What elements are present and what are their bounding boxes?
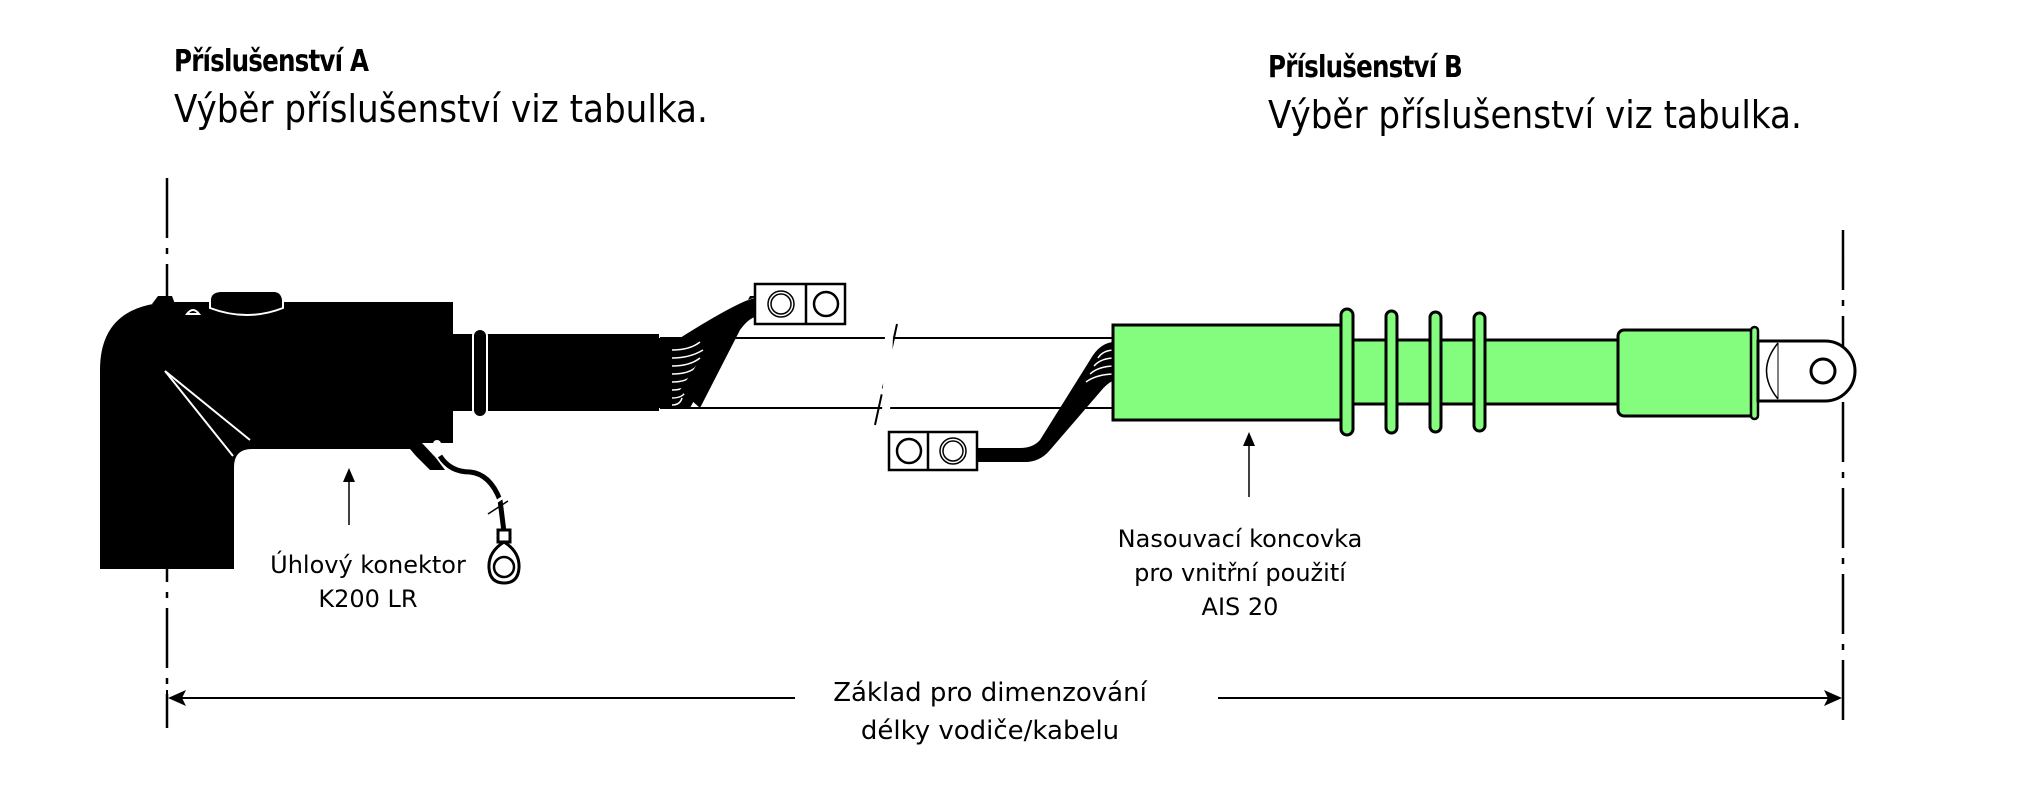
dimension-label-line2: délky vodiče/kabelu — [860, 716, 1120, 746]
dimension-arrowhead-right — [1824, 690, 1842, 706]
sleeve-band — [472, 328, 488, 418]
termination-label-line1: Nasouvací koncovka — [1117, 525, 1363, 553]
termination-shed — [1339, 307, 1355, 437]
dimension-label-line1: Základ pro dimenzování — [833, 678, 1147, 708]
pointer-arrowhead — [1243, 432, 1255, 446]
angle-connector — [100, 290, 521, 585]
termination-ais20 — [1111, 307, 1760, 497]
accessory-b-header: Příslušenství B Výběr příslušenství viz … — [1268, 50, 1861, 137]
termination-label-line3: AIS 20 — [1201, 593, 1279, 621]
screen-lead-right — [975, 342, 1115, 462]
cable-lug-left — [753, 282, 847, 326]
connector-label-line2: K200 LR — [318, 585, 418, 613]
connector-label-line1: Úhlový konektor — [270, 551, 466, 579]
connector-fan-line — [164, 370, 251, 441]
connector-screw — [433, 440, 441, 448]
earth-lead-break — [484, 494, 506, 511]
connector-cap — [209, 290, 284, 316]
connector-label: Úhlový konektor K200 LR — [268, 548, 468, 616]
dimension-line — [166, 690, 1844, 720]
accessory-a-subtitle: Výběr příslušenství viz tabulka. — [174, 87, 708, 131]
dimension-label: Základ pro dimenzování délky vodiče/kabe… — [820, 674, 1160, 750]
connector-pointer-arrowhead — [343, 468, 355, 482]
ring-terminal-icon — [487, 528, 521, 585]
earth-lead — [437, 454, 508, 541]
cable-lug-right — [887, 430, 979, 472]
connector-knob — [152, 296, 175, 304]
cable-break-gap — [882, 335, 893, 413]
connector-fan-line — [164, 370, 234, 457]
connector-body — [100, 302, 453, 569]
termination-base — [1111, 323, 1349, 422]
earth-lead-break — [487, 500, 509, 515]
connector-vent — [184, 309, 202, 315]
termination-shed — [1384, 309, 1399, 435]
accessory-b-subtitle: Výběr příslušenství viz tabulka. — [1268, 93, 1802, 137]
accessory-a-title: Příslušenství A — [174, 44, 369, 79]
termination-label: Nasouvací koncovka pro vnitřní použití A… — [1100, 522, 1380, 624]
accessory-b-title: Příslušenství B — [1268, 50, 1463, 85]
dimension-arrowhead-left — [168, 690, 186, 706]
accessory-a-header: Příslušenství A Výběr příslušenství viz … — [174, 44, 767, 131]
termination-shed — [1428, 310, 1443, 434]
termination-head — [1616, 328, 1758, 418]
end-lug — [1756, 339, 1857, 403]
screen-lead-left — [680, 298, 760, 408]
termination-shed — [1472, 311, 1487, 433]
termination-label-line2: pro vnitřní použití — [1134, 559, 1346, 587]
